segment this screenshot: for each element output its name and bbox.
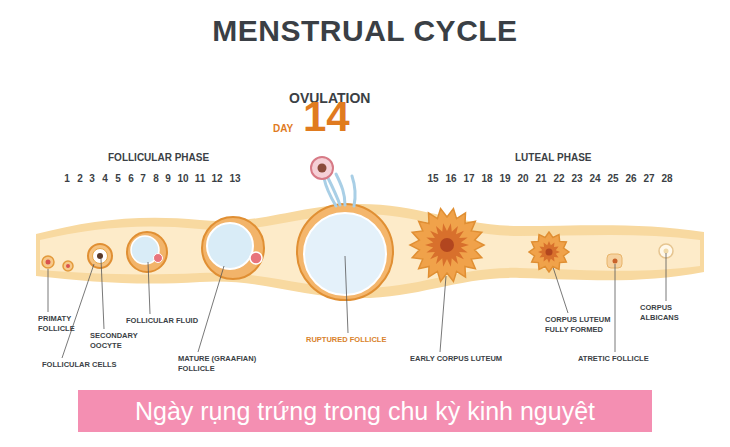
part-label: EARLY CORPUS LUTEUM — [410, 354, 520, 364]
day-number: 10 — [177, 174, 188, 184]
day-number: 20 — [517, 174, 528, 184]
part-label: FOLLICULAR CELLS — [42, 360, 142, 370]
day-number: 23 — [571, 174, 582, 184]
ruptured-follicle — [297, 157, 393, 300]
title: MENSTRUAL CYCLE — [0, 14, 730, 48]
day-number: 11 — [195, 174, 206, 184]
caption: Ngày rụng trứng trong chu kỳ kinh nguyệt — [135, 397, 595, 426]
luteum-outer — [410, 209, 484, 282]
day-number: 28 — [661, 174, 672, 184]
luteum-core — [546, 249, 553, 256]
day-number: 7 — [140, 174, 146, 184]
day-number: 27 — [643, 174, 654, 184]
day-number: 24 — [589, 174, 600, 184]
day-number: 2 — [77, 174, 83, 184]
phase-label: LUTEAL PHASE — [515, 153, 592, 163]
day-number: 17 — [463, 174, 474, 184]
day-number: 3 — [89, 174, 95, 184]
part-label: FOLLICULAR FLUID — [126, 316, 226, 326]
graafian-follicle — [202, 217, 264, 279]
phase-label: FOLLICULAR PHASE — [108, 153, 209, 163]
part-label: SECONDARY OOCYTE — [90, 331, 146, 351]
day-number: 14 — [303, 96, 350, 138]
day-number: 4 — [102, 174, 108, 184]
antral-follicle — [127, 232, 167, 272]
day-number: 13 — [229, 174, 240, 184]
luteum-inner — [538, 241, 560, 263]
day-number: 9 — [165, 174, 171, 184]
day-number: 1 — [64, 174, 70, 184]
part-label: PRIMATY FOLLICLE — [38, 314, 88, 334]
luteum-core — [440, 238, 454, 252]
day-number: 26 — [625, 174, 636, 184]
part-label: RUPTURED FOLLICLE — [306, 335, 416, 345]
corpus-luteum — [529, 232, 569, 272]
day-number: 6 — [128, 174, 134, 184]
day-number: 15 — [427, 174, 438, 184]
day-number: 19 — [499, 174, 510, 184]
leader-lines — [48, 253, 666, 358]
day-number: 22 — [553, 174, 564, 184]
day-number: 5 — [115, 174, 121, 184]
part-label: ATRETIC FOLLICLE — [578, 354, 678, 364]
day-number: 21 — [535, 174, 546, 184]
day-number: 16 — [445, 174, 456, 184]
luteum-inner — [425, 223, 469, 266]
caption-banner: Ngày rụng trứng trong chu kỳ kinh nguyệt — [78, 390, 652, 432]
part-label: MATURE (GRAAFIAN) FOLLICLE — [178, 354, 268, 374]
secondary-follicle — [88, 244, 112, 268]
early-corpus-luteum — [410, 209, 484, 282]
part-label: CORPUS ALBICANS — [640, 303, 698, 323]
primary-follicle — [42, 256, 73, 271]
atretic-follicle — [607, 254, 622, 268]
part-label: CORPUS LUTEUM FULLY FORMED — [545, 315, 625, 335]
day-number: 8 — [153, 174, 159, 184]
day-number: 12 — [211, 174, 222, 184]
day-number: 25 — [607, 174, 618, 184]
luteum-outer — [529, 232, 569, 272]
day-label: DAY — [273, 124, 293, 134]
day-number: 18 — [481, 174, 492, 184]
